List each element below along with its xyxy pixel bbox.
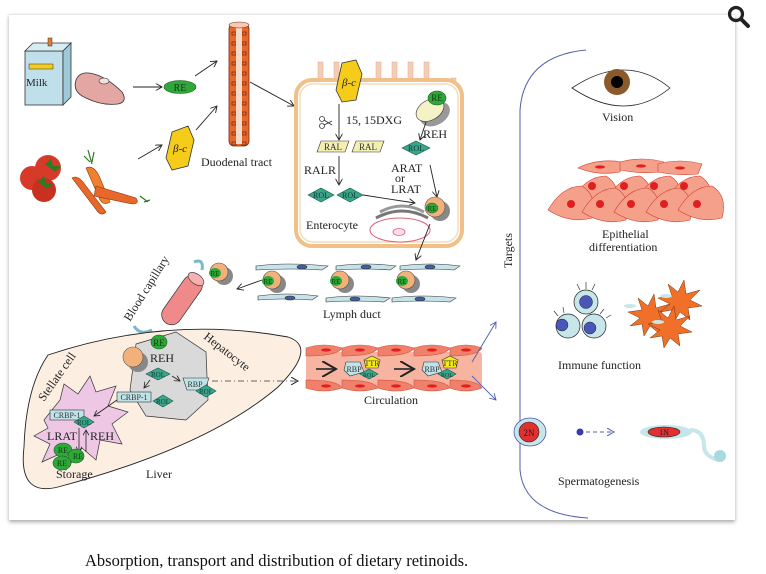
liver-label: Liver	[146, 467, 172, 481]
milk-label: Milk	[26, 77, 48, 89]
svg-text:ROL: ROL	[408, 144, 424, 153]
circulation-vessel	[305, 344, 483, 392]
beta-carotene-diet: β-c	[165, 125, 195, 171]
chylomicron-lymph-1: RE	[262, 270, 286, 293]
svg-text:β-c: β-c	[172, 143, 187, 155]
svg-text:ROL: ROL	[363, 373, 375, 379]
rbp-ttr-rol-complex-1: RBP TTR ROL	[343, 355, 381, 380]
enzyme-15dxg-label: 15, 15DXG	[346, 113, 402, 127]
svg-text:RE: RE	[153, 338, 165, 348]
tomatoes-icon	[20, 155, 61, 202]
svg-text:ROL: ROL	[77, 419, 91, 427]
svg-text:RAL: RAL	[324, 142, 342, 152]
chylomicron-lymph-2: RE	[330, 270, 354, 293]
svg-text:CRBP-1: CRBP-1	[120, 393, 147, 402]
svg-text:RBP: RBP	[187, 380, 203, 389]
milk-carton: Milk	[24, 37, 72, 106]
svg-text:RE: RE	[332, 278, 341, 286]
svg-text:RE: RE	[58, 446, 68, 455]
golgi-nucleus	[369, 204, 431, 243]
rol-molecule-hepatocyte-1: ROL	[145, 367, 171, 381]
rol-molecule-enterocyte-3: ROL	[401, 140, 431, 156]
rbp-rol-complex-hepatocyte: RBP ROL	[182, 377, 217, 398]
enterocyte-cell	[294, 61, 464, 248]
duodenal-tract	[228, 21, 250, 147]
carrots-icon	[71, 149, 151, 215]
meat-steak-icon	[74, 72, 125, 105]
rol-molecule-enterocyte-1: ROL	[307, 187, 335, 203]
svg-text:RE: RE	[431, 93, 443, 103]
spermatogenesis-icon: 2N 1N	[513, 417, 726, 462]
svg-text:RAL: RAL	[359, 142, 377, 152]
svg-text:RE: RE	[73, 452, 83, 461]
svg-text:ROL: ROL	[151, 371, 165, 379]
reh-enterocyte-label: REH	[423, 127, 447, 141]
svg-text:ROL: ROL	[441, 373, 453, 379]
svg-text:RE: RE	[174, 83, 187, 94]
chylomicron-enterocyte: RE	[424, 196, 450, 221]
svg-text:1N: 1N	[659, 428, 669, 437]
ral-molecule-2: RAL	[351, 140, 385, 153]
targets-label: Targets	[501, 233, 515, 268]
svg-text:RE: RE	[398, 278, 407, 286]
crbp1-hepatocyte: CRBP-1 ROL	[116, 391, 174, 408]
svg-text:CRBP-1: CRBP-1	[53, 411, 80, 420]
scissors-icon	[319, 116, 333, 129]
immune-cells-icon	[553, 279, 703, 349]
circulation-label: Circulation	[364, 393, 418, 407]
svg-text:RE: RE	[264, 278, 273, 286]
chylomicron-liver	[122, 346, 148, 372]
svg-text:ROL: ROL	[313, 191, 329, 200]
crbp1-stellate: CRBP-1 ROL	[49, 409, 95, 429]
arat-label: ARAT	[391, 161, 423, 175]
re-storage-droplets: RE RE RE	[52, 442, 85, 471]
ralr-label: RALR	[304, 163, 336, 177]
rbp-ttr-rol-complex-2: RBP TTR ROL	[421, 355, 459, 380]
target-spermatogenesis-label: Spermatogenesis	[558, 474, 640, 488]
target-differentiation-label: differentiation	[589, 240, 657, 254]
zoom-button[interactable]	[726, 4, 752, 30]
storage-label: Storage	[56, 467, 93, 481]
epithelial-cells-icon	[547, 158, 724, 223]
lymph-duct-label: Lymph duct	[323, 307, 381, 321]
svg-text:RBP: RBP	[424, 365, 440, 374]
hepatocyte-cell	[129, 331, 209, 421]
enterocyte-label: Enterocyte	[306, 218, 358, 232]
svg-text:RBP: RBP	[346, 365, 362, 374]
targets-bracket	[519, 49, 589, 519]
ral-molecule-1: RAL	[316, 140, 350, 153]
epithelial-nuclei	[567, 164, 701, 208]
re-vesicle-enterocyte: RE	[415, 90, 450, 127]
eye-icon	[571, 69, 671, 107]
re-molecule-hepatocyte: RE	[150, 334, 168, 350]
svg-text:RE: RE	[211, 270, 220, 278]
blood-capillary	[132, 259, 205, 334]
reh-hepatocyte-label: REH	[150, 351, 174, 365]
duodenal-tract-label: Duodenal tract	[201, 155, 273, 169]
target-vision-label: Vision	[602, 110, 633, 124]
lymph-duct	[255, 263, 461, 303]
svg-text:ROL: ROL	[156, 398, 170, 406]
figure-caption: Absorption, transport and distribution o…	[85, 551, 469, 570]
re-molecule-diet: RE	[163, 80, 197, 94]
target-immune-label: Immune function	[558, 358, 641, 372]
svg-text:2N: 2N	[524, 428, 536, 438]
svg-text:TTR: TTR	[364, 359, 380, 368]
svg-text:RE: RE	[428, 205, 437, 213]
svg-text:ROL: ROL	[342, 191, 358, 200]
svg-text:RE: RE	[57, 459, 67, 468]
lrat-stellate-label: LRAT	[47, 429, 78, 443]
target-epithelial-label: Epithelial	[602, 227, 649, 241]
or-label: or	[395, 171, 405, 185]
svg-text:β-c: β-c	[341, 77, 356, 89]
chylomicron-free: RE	[209, 262, 233, 285]
svg-text:TTR: TTR	[442, 359, 458, 368]
chylomicron-lymph-3: RE	[396, 270, 420, 293]
reh-stellate-label: REH	[90, 429, 114, 443]
magnifier-zoom-icon	[727, 5, 750, 28]
beta-carotene-enterocyte: β-c	[335, 59, 363, 103]
lrat-enterocyte-label: LRAT	[391, 182, 422, 196]
svg-text:ROL: ROL	[199, 388, 213, 396]
